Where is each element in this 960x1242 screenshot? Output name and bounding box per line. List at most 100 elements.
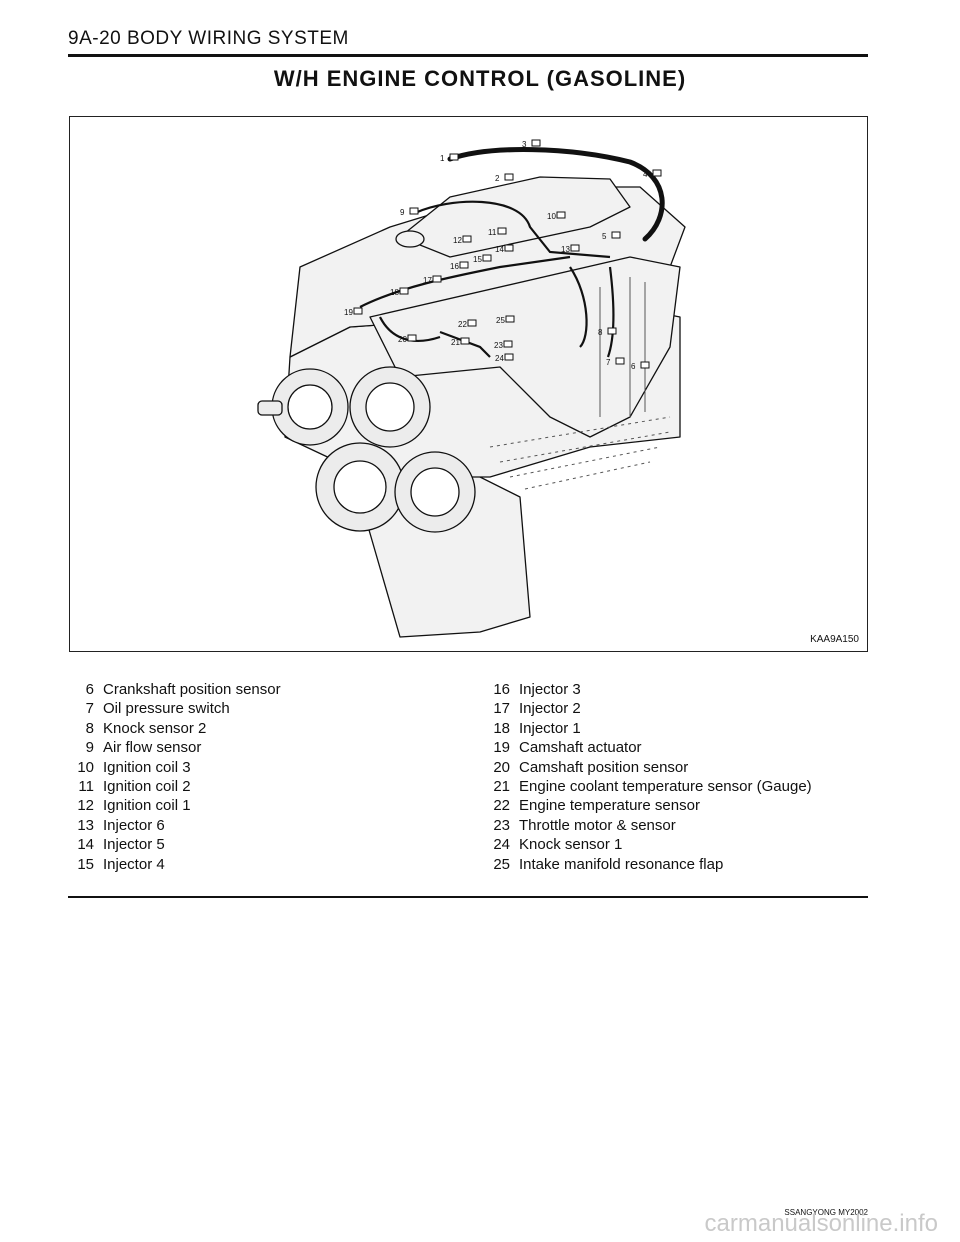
legend-label: Injector 4 [103,855,165,873]
legend-number: 11 [78,778,94,796]
connector-icon [556,211,566,219]
callout-label: 1 [440,154,445,163]
legend-number: 9 [85,739,94,757]
connector-icon [449,153,459,161]
callout-label: 25 [496,316,505,325]
legend-item: 23 Throttle motor & sensor [484,816,874,835]
callout-label: 24 [495,354,504,363]
legend-label: Engine temperature sensor [519,797,700,815]
legend-label: Camshaft actuator [519,739,642,757]
legend-number: 24 [493,836,510,854]
legend-label: Throttle motor & sensor [519,816,676,834]
legend-item: 9 Air flow sensor [68,738,468,757]
watermark-link[interactable]: carmanualsonline.info [704,1210,938,1237]
callout-label: 17 [423,276,432,285]
legend-label: Engine coolant temperature sensor (Gauge… [519,778,812,796]
callout-label: 20 [398,335,407,344]
legend-item: 22 Engine temperature sensor [484,796,874,815]
legend-item: 24 Knock sensor 1 [484,835,874,854]
callout-label: 5 [602,232,607,241]
legend-label: Intake manifold resonance flap [519,855,724,873]
callout-label: 6 [631,362,636,371]
connector-icon [504,244,514,252]
legend-label: Injector 2 [519,700,581,718]
connector-icon [462,235,472,243]
oil-filler-cap [395,230,425,248]
legend-label: Ignition coil 1 [103,797,191,815]
legend-label: Air flow sensor [103,739,202,757]
legend-label: Knock sensor 2 [103,719,207,737]
legend-item: 20 Camshaft position sensor [484,758,874,777]
legend-label: Ignition coil 3 [103,758,191,776]
connector-icon [497,227,507,235]
callout-label: 23 [494,341,503,350]
header-rule [68,54,868,57]
legend-item: 19 Camshaft actuator [484,738,874,757]
valve-cover [399,176,631,258]
legend-number: 20 [493,758,510,776]
legend-left: 6 Crankshaft position sensor 7 Oil pressure… [68,680,468,874]
legend-number: 25 [493,855,510,873]
water-pump-outlet [257,400,283,416]
connector-icon [570,244,580,252]
connector-icon [611,231,621,239]
figure-code: KAA9A150 [810,634,859,645]
callout-label: 16 [450,262,459,271]
callout-label: 2 [495,174,500,183]
callout-label: 14 [495,245,504,254]
legend-number: 16 [493,681,510,698]
connector-icon [652,169,662,177]
connector-icon [640,361,650,369]
callout-label: 11 [488,228,497,237]
connector-icon [531,139,541,147]
callout-label: 22 [458,320,467,329]
callout-label: 19 [344,308,353,317]
callout-label: 10 [547,212,556,221]
callout-label: 8 [598,328,603,337]
legend-number: 8 [85,719,94,737]
connector-icon [482,254,492,262]
page-header: 9A-20 BODY WIRING SYSTEM [68,28,349,49]
legend-number: 7 [85,700,94,718]
connector-icon [409,207,419,215]
legend-label: Knock sensor 1 [519,836,623,854]
connector-icon [353,307,363,315]
callout-label: 9 [400,208,405,217]
legend-item: 8 Knock sensor 2 [68,719,468,738]
legend-label: Crankshaft position sensor [103,681,281,698]
legend-number: 17 [493,700,510,718]
legend-number: 6 [85,681,94,698]
callout-label: 7 [606,358,611,367]
legend-item: 16 Injector 3 [484,680,874,699]
wire-harness [447,147,665,242]
connector-icon [503,340,513,348]
footer-rule [68,896,868,898]
legend-number: 19 [493,739,510,757]
connector-icon [459,261,469,269]
legend-item: 17 Injector 2 [484,699,874,718]
connector-icon [504,353,514,361]
callout-label: 18 [390,288,399,297]
legend-number: 22 [493,797,510,815]
page-title: W/H ENGINE CONTROL (GASOLINE) [273,66,687,91]
callout-label: 15 [473,255,482,264]
legend-label: Injector 3 [519,681,581,698]
connector-icon [460,337,470,345]
callout-label: 21 [451,338,460,347]
callout-label: 3 [522,140,527,149]
legend-label: Injector 5 [103,836,165,854]
legend-label: Oil pressure switch [103,700,230,718]
connector-icon [399,287,409,295]
legend-number: 23 [493,816,510,834]
legend-label: Camshaft position sensor [519,758,689,776]
legend-item: 25 Intake manifold resonance flap [484,855,874,874]
